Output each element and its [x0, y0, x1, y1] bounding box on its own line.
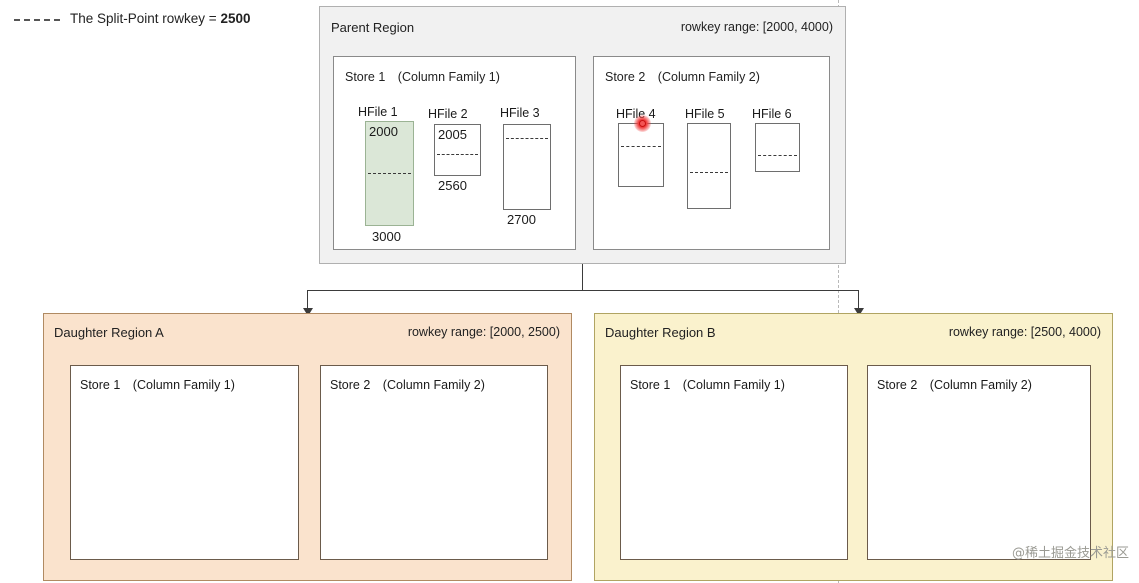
daughter-a-store-1-title: Store 1 (Column Family 1) [80, 378, 235, 392]
daughter-b-store-2-box: Store 2 (Column Family 2) [867, 365, 1091, 560]
hfile-5-box [687, 123, 731, 209]
daughter-region-b-title: Daughter Region B [605, 325, 716, 340]
daughter-a-store-2-box: Store 2 (Column Family 2) [320, 365, 548, 560]
hfile-2-split-dash [437, 154, 478, 155]
daughter-region-b-box: Daughter Region B rowkey range: [2500, 4… [594, 313, 1113, 581]
daughter-a-store-1-box: Store 1 (Column Family 1) [70, 365, 299, 560]
daughter-b-store-1-title: Store 1 (Column Family 1) [630, 378, 785, 392]
parent-region-title: Parent Region [331, 20, 415, 35]
daughter-a-store-2-title: Store 2 (Column Family 2) [330, 378, 485, 392]
parent-region-rowkey-range: rowkey range: [2000, 4000) [680, 20, 833, 34]
hfile-2-box [434, 124, 481, 176]
connector-vertical-trunk [582, 264, 583, 291]
hfile-3-label: HFile 3 [500, 106, 540, 120]
daughter-b-store-1-box: Store 1 (Column Family 1) [620, 365, 848, 560]
cursor-marker-icon [634, 115, 651, 132]
connector-branch-left [307, 290, 308, 310]
hfile-1-top-value: 2000 [369, 124, 398, 139]
arrow-head-right-icon [854, 308, 864, 316]
parent-store-2-title: Store 2 (Column Family 2) [605, 70, 760, 84]
daughter-region-a-rowkey-range: rowkey range: [2000, 2500) [407, 325, 560, 339]
connector-horizontal [307, 290, 859, 291]
hfile-1-bottom-value: 3000 [372, 229, 401, 244]
hfile-6-label: HFile 6 [752, 107, 792, 121]
parent-store-1-title: Store 1 (Column Family 1) [345, 70, 500, 84]
daughter-region-a-title: Daughter Region A [54, 325, 164, 340]
hfile-2-top-value: 2005 [438, 127, 467, 142]
hfile-5-label: HFile 5 [685, 107, 725, 121]
hfile-2-label: HFile 2 [428, 107, 468, 121]
hfile-4-split-dash [621, 146, 661, 147]
legend: The Split-Point rowkey = 2500 [14, 8, 314, 34]
hfile-5-split-dash [690, 172, 728, 173]
connector-branch-right [858, 290, 859, 310]
daughter-b-store-2-title: Store 2 (Column Family 2) [877, 378, 1032, 392]
legend-label-value: 2500 [220, 11, 251, 26]
arrow-head-left-icon [303, 308, 313, 316]
daughter-region-a-box: Daughter Region A rowkey range: [2000, 2… [43, 313, 572, 581]
split-point-dash-sample [14, 19, 60, 21]
hfile-1-label: HFile 1 [358, 105, 398, 119]
hfile-3-box [503, 124, 551, 210]
split-point-vertical-line [838, 0, 839, 583]
legend-label-prefix: The Split-Point rowkey = [70, 11, 221, 26]
hfile-3-split-dash [506, 138, 548, 139]
hfile-4-box [618, 123, 664, 187]
hfile-3-bottom-value: 2700 [507, 212, 536, 227]
hfile-6-split-dash [758, 155, 797, 156]
watermark-text: @稀土掘金技术社区 [1011, 546, 1129, 561]
daughter-region-b-rowkey-range: rowkey range: [2500, 4000) [948, 325, 1101, 339]
hfile-1-split-dash [368, 173, 411, 174]
hfile-6-box [755, 123, 800, 172]
legend-label: The Split-Point rowkey = 2500 [70, 8, 251, 30]
hfile-2-bottom-value: 2560 [438, 178, 467, 193]
